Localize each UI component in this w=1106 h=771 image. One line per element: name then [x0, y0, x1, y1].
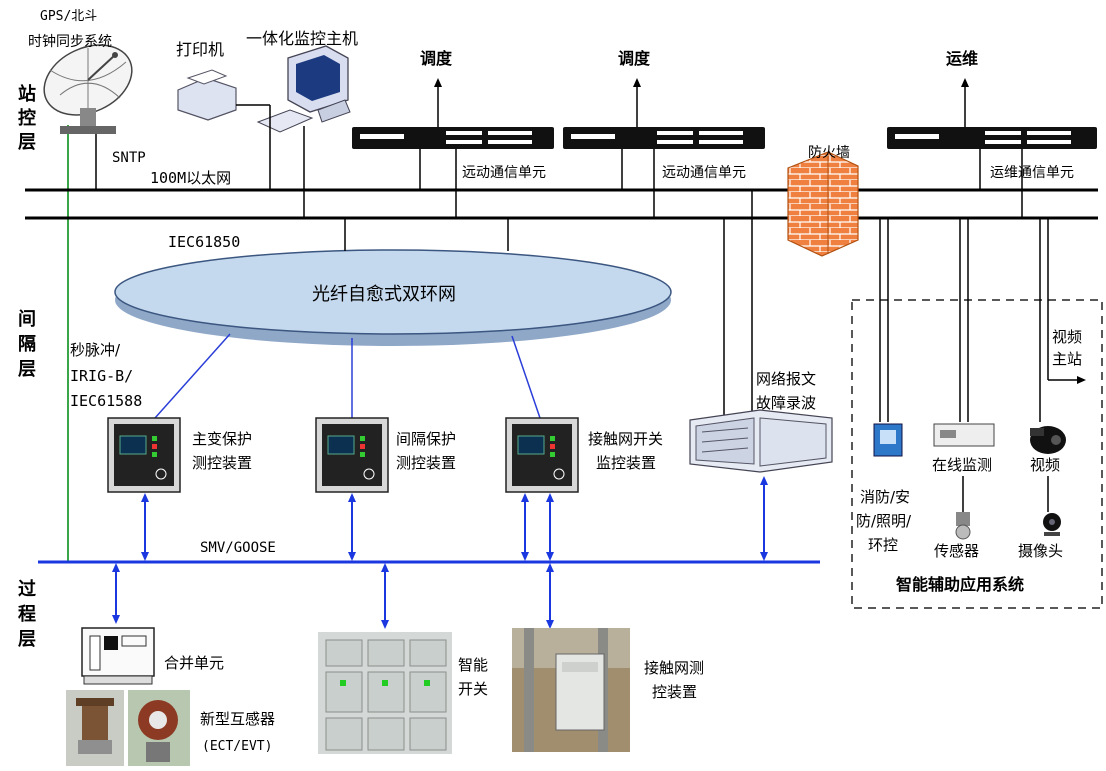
process-bus-arrows: [116, 567, 550, 625]
main-transformer-protection-device: [108, 418, 180, 492]
fire-label-2: 防/照明/: [856, 512, 912, 530]
ect-transformer-image: [66, 690, 124, 766]
dev2-label-2: 测控装置: [396, 454, 456, 472]
host-label: 一体化监控主机: [246, 29, 358, 48]
layer-station-2: 控: [18, 107, 36, 129]
dev3-label-2: 监控装置: [596, 454, 656, 472]
timing-label-3: IEC61588: [70, 392, 142, 410]
smv-goose-label: SMV/GOOSE: [200, 540, 276, 556]
merge-unit-label: 合并单元: [164, 654, 224, 672]
layer-bay-3: 层: [18, 359, 36, 380]
catenary-monitor-device-image: [512, 628, 630, 752]
ops-comm-unit: [887, 127, 1097, 149]
recorder-label-2: 故障录波: [756, 394, 816, 412]
ring-to-device-links: [155, 334, 540, 418]
dev1-label-1: 主变保护: [192, 430, 252, 448]
firewall-icon: [788, 152, 858, 256]
remote-unit1-label: 远动通信单元: [462, 165, 546, 181]
recorder-label-1: 网络报文: [756, 370, 816, 388]
monitoring-host-icon: [258, 46, 350, 132]
catenary-label-2: 控装置: [652, 683, 697, 701]
remote-comm-unit-2: [563, 127, 765, 149]
printer-icon: [178, 70, 236, 120]
camera-label: 摄像头: [1018, 542, 1063, 560]
network-recorder-device: [690, 410, 832, 472]
switch-label-1: 智能: [458, 656, 488, 674]
video-main-label-1: 视频: [1052, 328, 1082, 346]
fire-label-3: 环控: [868, 536, 898, 554]
dispatch2-label: 调度: [618, 49, 651, 68]
firewall-label: 防火墙: [808, 145, 850, 161]
transformer-label-2: (ECT/EVT): [202, 739, 272, 754]
ring-label: 光纤自愈式双环网: [312, 284, 456, 305]
aux-system-title: 智能辅助应用系统: [896, 575, 1024, 594]
ethernet-label: 100M以太网: [150, 169, 231, 187]
gps-label-1: GPS/北斗: [40, 9, 97, 24]
video-label: 视频: [1030, 456, 1060, 474]
layer-labels: 站 控 层 间 隔 层 过 程 层: [18, 83, 36, 650]
online-monitor-icon: [934, 424, 994, 446]
gps-label-2: 时钟同步系统: [28, 33, 112, 50]
video-main-label-2: 主站: [1052, 350, 1082, 368]
timing-label-2: IRIG-B/: [70, 367, 133, 385]
remote-comm-unit-1: [352, 127, 554, 149]
catenary-switch-monitor-device: [506, 418, 578, 492]
layer-process-2: 程: [18, 604, 36, 625]
merge-unit-device: [82, 628, 154, 684]
dev2-label-1: 间隔保护: [396, 430, 456, 448]
evt-transformer-image: [128, 690, 190, 766]
smart-switch-cabinet-image: [318, 632, 452, 754]
timing-label-1: 秒脉冲/: [70, 341, 121, 359]
catenary-label-1: 接触网测: [644, 659, 704, 677]
layer-station-3: 层: [18, 132, 36, 153]
sensor-label: 传感器: [934, 542, 979, 560]
switch-label-2: 开关: [458, 680, 488, 698]
layer-bay-1: 间: [18, 309, 36, 330]
unit-drop-lines: [420, 149, 1022, 218]
ops-label: 运维: [946, 49, 978, 68]
iec61850-label: IEC61850: [168, 233, 240, 251]
video-dome-icon: [1030, 426, 1066, 454]
bay-protection-device: [316, 418, 388, 492]
aux-vertical-lines: [880, 218, 1048, 422]
sensor-icon: [956, 512, 970, 539]
sntp-label: SNTP: [112, 150, 146, 166]
layer-process-3: 层: [18, 629, 36, 650]
dev1-label-2: 测控装置: [192, 454, 252, 472]
dev3-label-1: 接触网开关: [588, 430, 663, 448]
layer-bay-2: 隔: [18, 334, 36, 355]
layer-station-1: 站: [18, 83, 36, 105]
transformer-label-1: 新型互感器: [200, 710, 275, 728]
dispatch1-label: 调度: [420, 49, 453, 68]
printer-label: 打印机: [176, 40, 224, 59]
fire-label-1: 消防/安: [860, 488, 910, 506]
camera-icon: [1043, 513, 1061, 536]
ops-unit-label: 运维通信单元: [990, 165, 1074, 181]
fire-safety-icon: [874, 424, 902, 456]
online-monitor-label: 在线监测: [932, 456, 992, 474]
remote-unit2-label: 远动通信单元: [662, 165, 746, 181]
layer-process-1: 过: [18, 578, 36, 600]
